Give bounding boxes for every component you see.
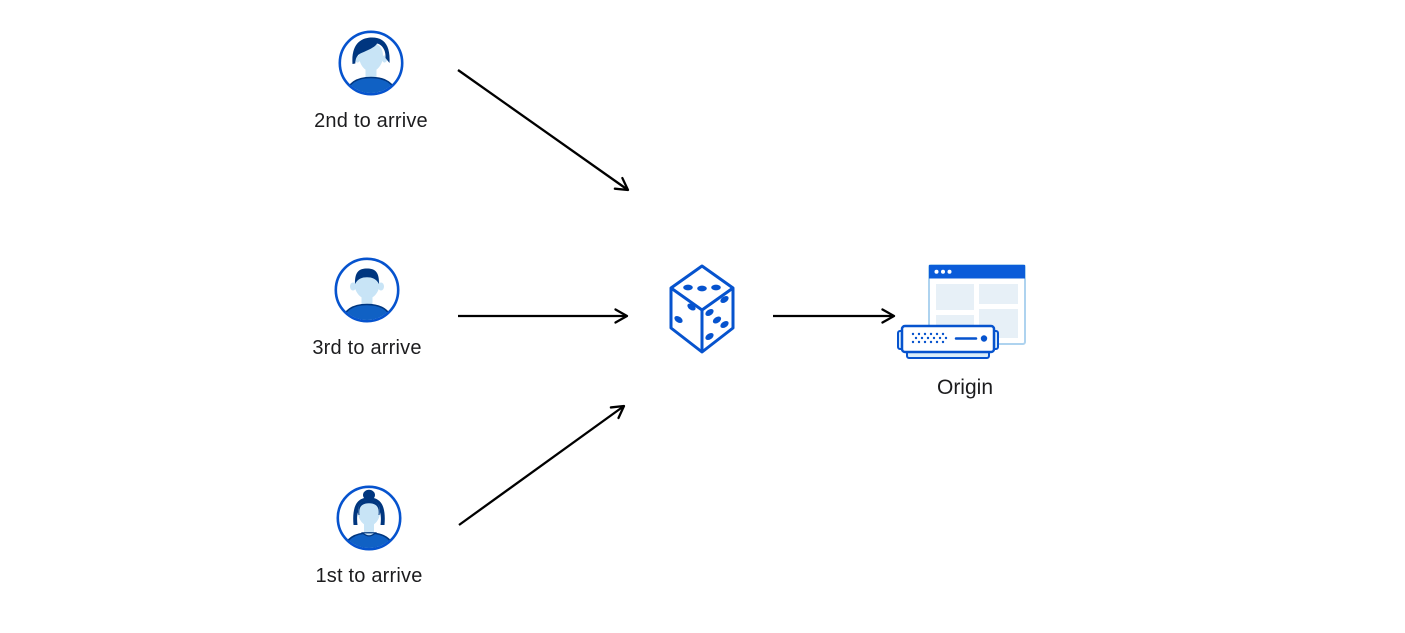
origin-label: Origin (936, 376, 994, 399)
arrow-visitor-2nd-to-dice (457, 69, 630, 192)
server-vent-dots (911, 332, 948, 344)
visitor-node-3rd: 3rd to arrive (282, 257, 452, 360)
server-icon (897, 324, 999, 359)
visitor-label-2nd: 2nd to arrive (314, 110, 428, 132)
random-selector-node (665, 262, 739, 361)
avatar-man-swept-hair-icon (338, 30, 404, 96)
visitor-label-1st: 1st to arrive (315, 565, 423, 587)
visitor-node-2nd: 2nd to arrive (286, 30, 456, 133)
dice-icon (669, 264, 735, 354)
avatar-man-short-hair-icon (334, 257, 400, 323)
visitor-node-1st: 1st to arrive (284, 485, 454, 588)
visitor-label-3rd: 3rd to arrive (312, 337, 422, 359)
arrow-visitor-1st-to-dice (458, 404, 626, 526)
origin-node: Origin (880, 263, 1050, 413)
avatar-woman-bun-hair-icon (336, 485, 402, 551)
